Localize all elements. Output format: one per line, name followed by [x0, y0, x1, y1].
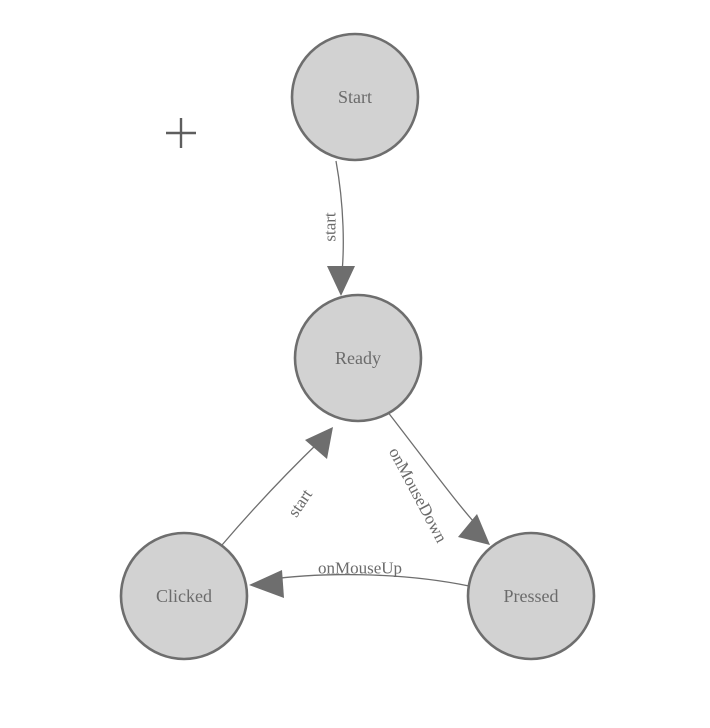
crosshair-icon[interactable] — [166, 118, 196, 148]
arrowhead-into-pressed — [458, 514, 490, 545]
edge-label-ready-to-pressed: onMouseDown — [385, 444, 451, 546]
node-start[interactable]: Start — [290, 32, 420, 162]
edge-path-clicked-to-ready — [221, 440, 321, 546]
node-start-circle[interactable] — [290, 32, 420, 162]
node-clicked-circle[interactable] — [119, 531, 249, 661]
node-pressed[interactable]: Pressed — [466, 531, 596, 661]
arrowhead-into-ready-from-clicked — [305, 427, 333, 459]
node-clicked-label: Clicked — [156, 586, 212, 606]
edge-ready-to-pressed[interactable] — [386, 410, 490, 545]
node-ready-circle[interactable] — [293, 293, 423, 423]
node-ready[interactable]: Ready — [293, 293, 423, 423]
edge-label-pressed-to-clicked: onMouseUp — [318, 559, 402, 578]
edge-label-start-to-ready: start — [321, 212, 340, 242]
arrowhead-into-clicked — [249, 570, 284, 598]
node-clicked[interactable]: Clicked — [119, 531, 249, 661]
arrowhead-into-ready-from-start — [327, 266, 355, 296]
edge-clicked-to-ready[interactable] — [221, 427, 333, 546]
edge-path-pressed-to-clicked — [265, 573, 470, 587]
edge-label-clicked-to-ready: start — [284, 485, 316, 520]
node-pressed-label: Pressed — [504, 586, 559, 606]
node-ready-label: Ready — [335, 348, 381, 368]
node-pressed-circle[interactable] — [466, 531, 596, 661]
node-start-label: Start — [338, 87, 372, 107]
edge-pressed-to-clicked[interactable] — [249, 570, 470, 598]
edge-start-to-ready[interactable] — [327, 160, 355, 296]
